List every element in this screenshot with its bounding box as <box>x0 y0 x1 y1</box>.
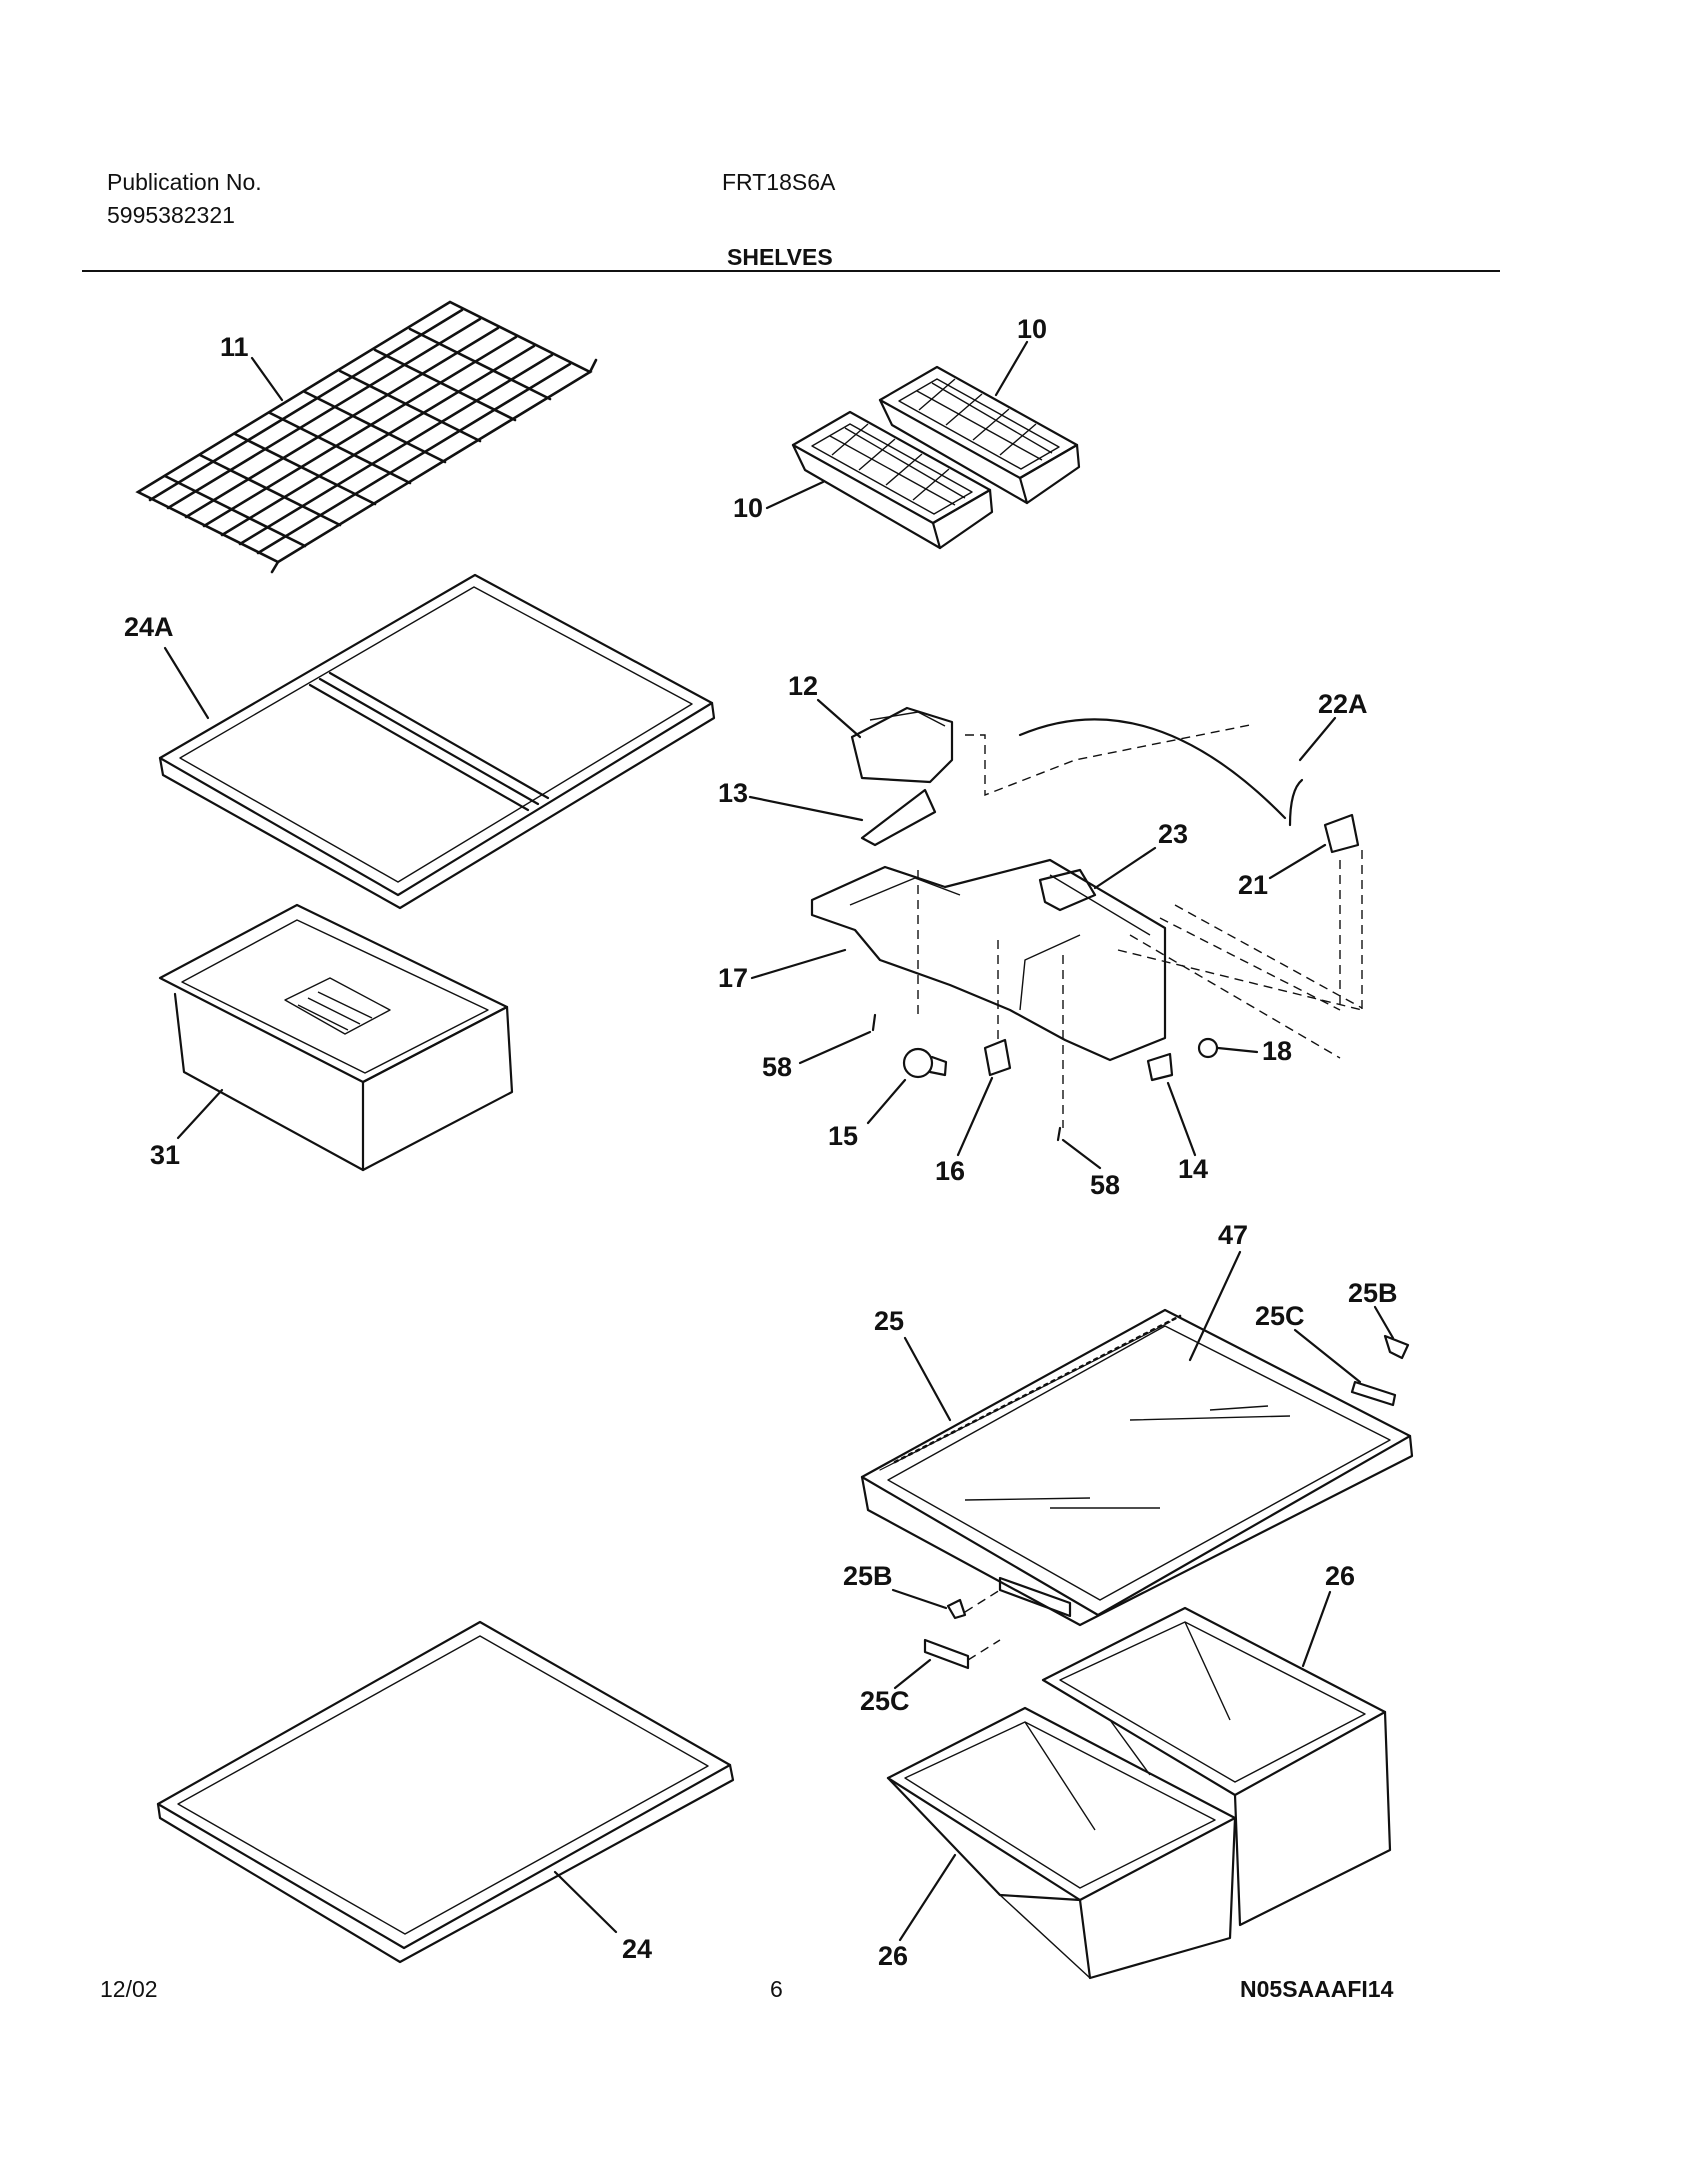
leader-17 <box>750 948 847 980</box>
leader-21 <box>1268 843 1327 880</box>
callout-47: 47 <box>1218 1220 1248 1250</box>
leader-24 <box>553 1870 618 1934</box>
callout-25b-top: 25B <box>1348 1278 1398 1308</box>
footer-date: 12/02 <box>100 1976 158 2002</box>
leader-22a <box>1298 716 1337 762</box>
callout-58-right: 58 <box>1090 1170 1120 1200</box>
callout-26-bottom: 26 <box>878 1941 908 1971</box>
callout-58-left: 58 <box>762 1052 792 1082</box>
callout-16: 16 <box>935 1156 965 1186</box>
leader-15 <box>866 1078 907 1125</box>
publication-number: 5995382321 <box>107 202 235 228</box>
callout-21: 21 <box>1238 870 1268 900</box>
callout-12: 12 <box>788 671 818 701</box>
leader-47 <box>1188 1250 1242 1362</box>
leader-26-bottom <box>898 1853 957 1942</box>
crisper-pan-31-part <box>158 903 514 1172</box>
callout-15: 15 <box>828 1121 858 1151</box>
crisper-cover-shelf-part <box>860 1308 1414 1670</box>
leader-25c-top <box>1293 1328 1362 1384</box>
callout-24a: 24A <box>124 612 174 642</box>
section-title: SHELVES <box>727 244 833 270</box>
leader-25b-top <box>1373 1305 1395 1340</box>
leader-14 <box>1166 1081 1197 1157</box>
leader-16 <box>956 1076 994 1157</box>
leader-25b-bottom <box>891 1588 948 1610</box>
leader-31 <box>176 1088 224 1140</box>
leader-11 <box>250 356 284 402</box>
crisper-drawers-part <box>886 1606 1392 1980</box>
leader-24a <box>163 646 210 720</box>
ice-tray-part <box>791 365 1081 550</box>
callout-24: 24 <box>622 1934 652 1964</box>
callout-23: 23 <box>1158 819 1188 849</box>
leader-18 <box>1216 1046 1259 1054</box>
leader-12 <box>816 698 862 739</box>
leader-25 <box>903 1336 952 1422</box>
wire-shelf-part <box>135 300 598 574</box>
leader-23 <box>1093 846 1157 890</box>
leader-58-left <box>798 1030 872 1065</box>
callout-22a: 22A <box>1318 689 1368 719</box>
callout-11: 11 <box>220 332 249 362</box>
control-housing-assembly <box>810 706 1363 1142</box>
callout-13: 13 <box>718 778 748 808</box>
leader-10-top <box>994 340 1029 397</box>
leader-25c-bottom <box>893 1658 932 1690</box>
glass-shelf-24-part <box>156 1620 735 1964</box>
callout-17: 17 <box>718 963 748 993</box>
publication-label: Publication No. <box>107 169 262 195</box>
leader-13 <box>748 795 864 822</box>
callout-10-top: 10 <box>1017 314 1047 344</box>
header-rule <box>82 270 1500 272</box>
page-number: 6 <box>770 1976 783 2002</box>
callout-25: 25 <box>874 1306 904 1336</box>
callout-26-top: 26 <box>1325 1561 1355 1591</box>
model-number: FRT18S6A <box>722 169 836 195</box>
callout-25b-bottom: 25B <box>843 1561 893 1591</box>
callout-25c-top: 25C <box>1255 1301 1305 1331</box>
leader-58-right <box>1061 1138 1102 1170</box>
callout-18: 18 <box>1262 1036 1292 1066</box>
callout-25c-bottom: 25C <box>860 1686 910 1716</box>
callout-14: 14 <box>1178 1154 1208 1184</box>
glass-shelf-24a-part <box>158 573 716 910</box>
leader-26-top <box>1301 1590 1332 1668</box>
leader-10-left <box>765 480 825 510</box>
callout-31: 31 <box>150 1140 180 1170</box>
drawing-code: N05SAAAFI14 <box>1240 1976 1394 2002</box>
callout-10-left: 10 <box>733 493 763 523</box>
